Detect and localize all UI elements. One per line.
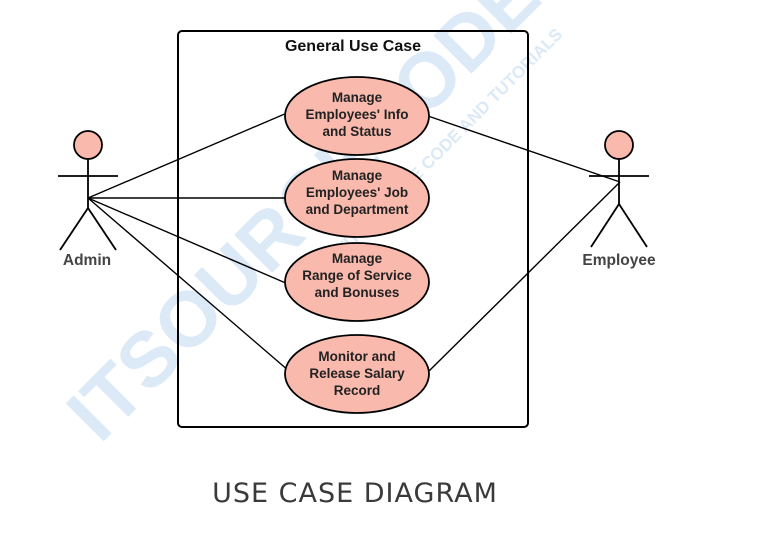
use-case-label: Release Salary: [309, 366, 405, 381]
association-employee-uc1: [427, 115, 621, 183]
actor-head: [73, 130, 103, 160]
use-case-ellipse: [284, 334, 430, 414]
use-case-manage-info: Manage Employees' Info and Status: [284, 76, 430, 156]
use-case-manage-job: Manage Employees' Job and Department: [284, 158, 430, 238]
actor-right-leg: [87, 207, 117, 251]
use-case-label: and Status: [322, 124, 391, 139]
use-case-label: and Bonuses: [315, 285, 400, 300]
use-case-label: Manage: [332, 168, 383, 183]
association-admin-uc3: [87, 197, 289, 285]
system-title: General Use Case: [285, 38, 421, 55]
use-case-monitor-salary: Monitor and Release Salary Record: [284, 334, 430, 414]
use-case-label: Employees' Job: [306, 185, 408, 200]
use-case-label: Manage: [332, 251, 383, 266]
actor-employee: [589, 130, 649, 248]
association-admin-uc4: [87, 197, 290, 372]
use-case-label: Range of Service: [302, 268, 412, 283]
use-case-label: Manage: [332, 90, 383, 105]
associations: [87, 112, 621, 373]
use-case-ellipse: [284, 76, 430, 156]
actor-admin-label: Admin: [63, 252, 111, 269]
actor-admin: [58, 130, 118, 251]
system-boundary: [177, 30, 529, 428]
actor-employee-label: Employee: [582, 252, 656, 269]
use-case-ellipse: [284, 158, 430, 238]
use-case-label: Monitor and: [318, 349, 395, 364]
actor-right-leg: [618, 203, 648, 248]
use-case-label: Record: [334, 383, 381, 398]
association-employee-uc4: [427, 181, 621, 373]
actor-head: [604, 130, 634, 160]
use-case-label: and Department: [306, 202, 409, 217]
use-case-manage-service: Manage Range of Service and Bonuses: [284, 242, 430, 322]
use-case-label: Employees' Info: [306, 107, 409, 122]
association-admin-uc1: [87, 112, 288, 199]
actor-left-leg: [590, 203, 620, 248]
actor-left-leg: [59, 207, 89, 251]
use-case-ellipse: [284, 242, 430, 322]
diagram-caption: USE CASE DIAGRAM: [212, 478, 498, 509]
